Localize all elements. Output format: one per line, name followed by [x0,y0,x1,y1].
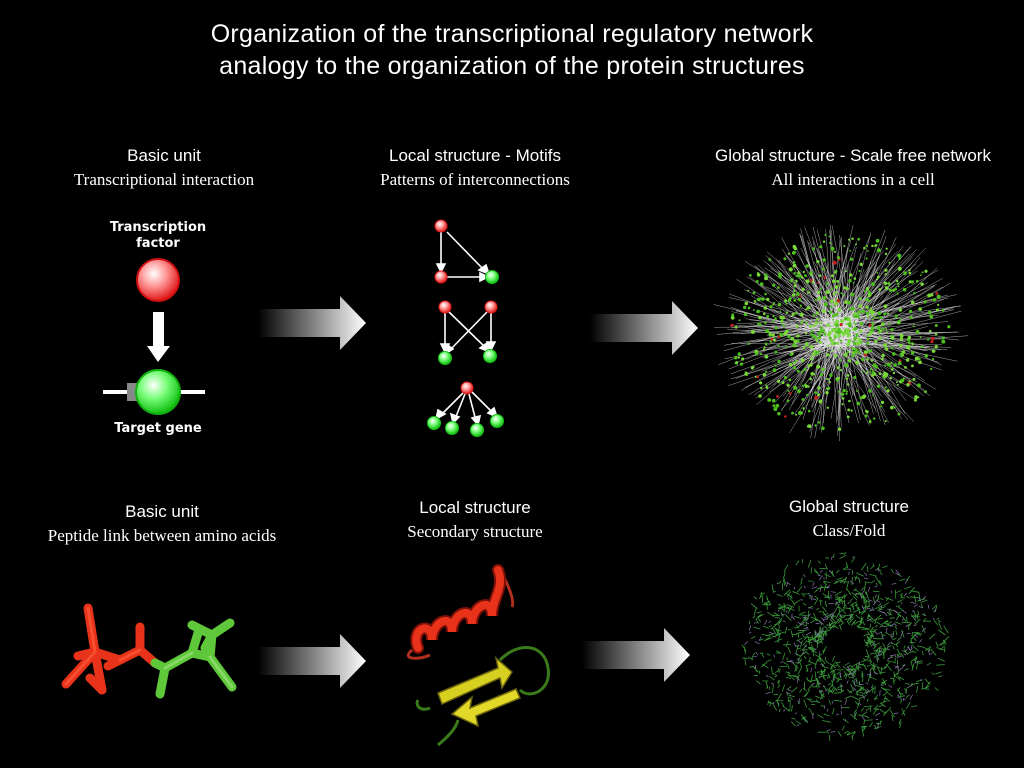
protein-local-heading: Local structure [419,498,531,517]
network-global-heading: Global structure - Scale free network [715,146,991,165]
target-gene-node [135,369,181,415]
target-gene-label: Target gene [114,421,202,436]
protein-fold-graphic [741,551,950,741]
protein-local-subheading: Secondary structure [407,522,543,541]
transcription-factor-label: Transcription factor [109,220,207,251]
title-line-1: Organization of the transcriptional regu… [210,20,814,48]
network-local-subheading: Patterns of interconnections [380,170,570,189]
flow-arrow-2 [590,301,698,355]
strand-loop [498,646,550,696]
protein-global-subheading: Class/Fold [812,521,886,540]
regulation-arrow-shaft [153,312,164,348]
network-basic-unit-subheading: Transcriptional interaction [73,170,255,189]
network-local-heading: Local structure - Motifs [389,146,561,165]
flow-arrow-4 [582,628,690,682]
slide-title: Organization of the transcriptional regu… [0,18,1024,82]
flow-arrow-3 [258,634,366,688]
beta-sheet [437,655,521,728]
connecting-loop [406,648,431,660]
title-line-2: analogy to the organization of the prote… [219,52,805,80]
transcription-factor-node [136,258,180,302]
regulation-arrow-head [147,346,170,362]
protein-basic-unit-subheading: Peptide link between amino acids [47,526,277,545]
network-basic-unit-heading: Basic unit [127,146,201,165]
flow-arrow-1 [258,296,366,350]
scale-free-network-graphic [713,224,969,442]
network-global-subheading: All interactions in a cell [771,170,935,189]
alpha-helix [410,564,507,654]
protein-global-heading: Global structure [789,497,909,516]
protein-basic-unit-heading: Basic unit [125,502,199,521]
